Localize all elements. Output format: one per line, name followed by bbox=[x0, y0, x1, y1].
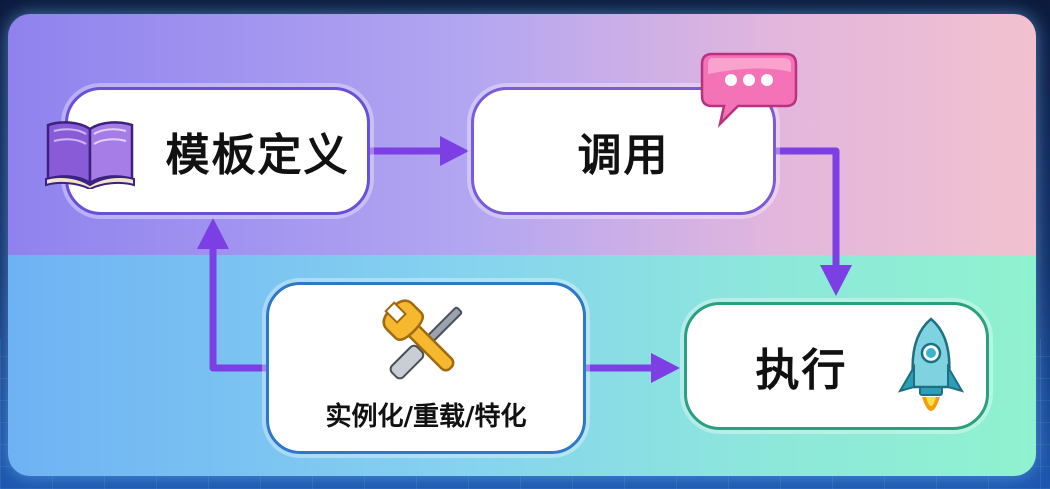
wrench-screwdriver-icon bbox=[382, 298, 463, 379]
node-label-execute: 执行 bbox=[755, 345, 848, 396]
book-icon bbox=[45, 121, 135, 189]
node-label-template-definition: 模板定义 bbox=[165, 130, 350, 181]
rocket-icon bbox=[897, 317, 965, 411]
node-label-instantiation: 实例化/重载/特化 bbox=[325, 401, 527, 432]
chat-bubble-icon bbox=[700, 52, 798, 128]
diagram-panel: 模板定义 调用 bbox=[8, 14, 1036, 476]
node-label-invoke: 调用 bbox=[577, 130, 670, 181]
node-instantiation-overload-specialization: 实例化/重载/特化 bbox=[266, 282, 586, 454]
